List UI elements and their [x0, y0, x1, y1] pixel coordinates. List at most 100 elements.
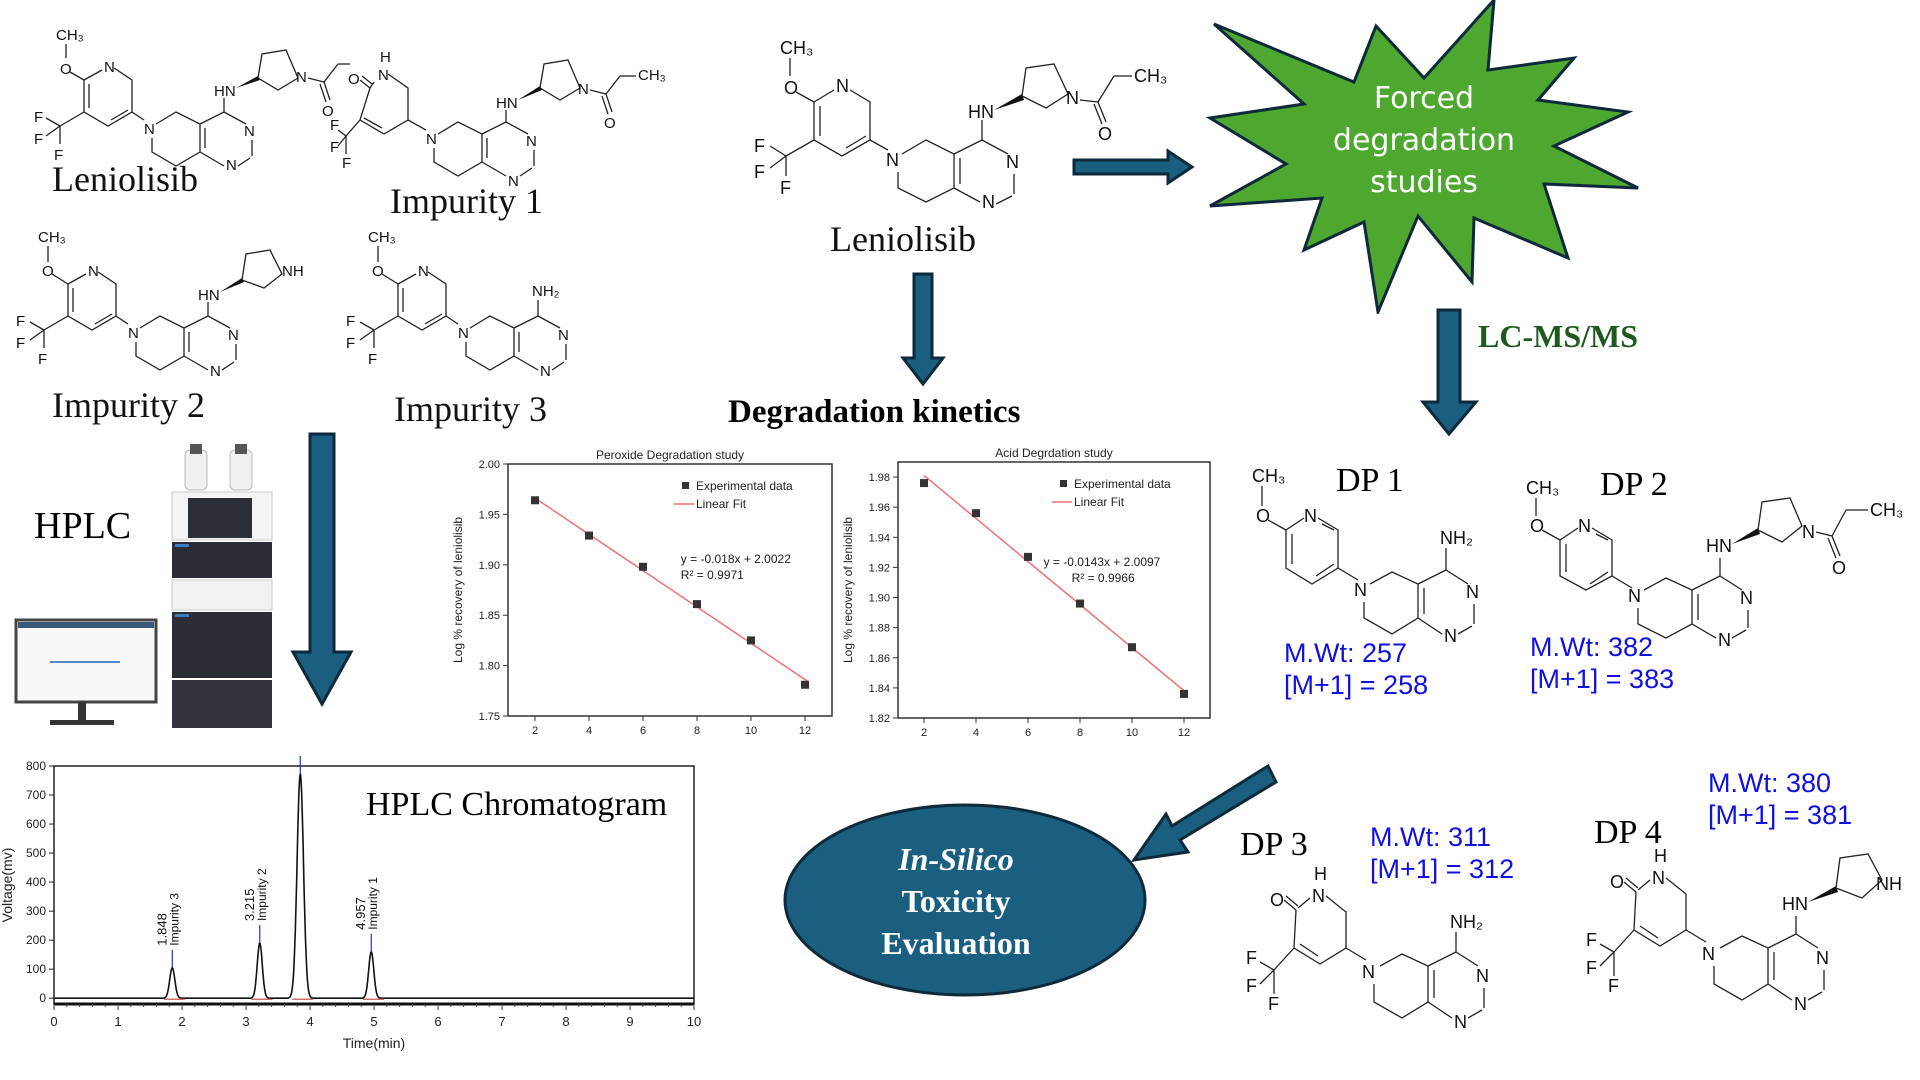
dp1-label: DP 1 [1336, 462, 1404, 499]
dp1-mwt: M.Wt: 257 [1284, 638, 1408, 668]
chromatogram-trace [54, 773, 694, 999]
dp1-structure: CH₃ O N N N N NH₂ [1252, 466, 1479, 646]
ch3-label: CH₃ [38, 229, 66, 246]
x-tick-label: 12 [1178, 727, 1190, 738]
n-label: N [1354, 580, 1367, 600]
n-label: N [886, 150, 899, 170]
impurity3-label: Impurity 3 [394, 389, 547, 429]
y-tick-label: 300 [26, 904, 46, 918]
f-label: F [346, 335, 355, 352]
dp2-label: DP 2 [1600, 466, 1668, 503]
o-label: O [1270, 890, 1284, 910]
hn-label: HN [968, 102, 994, 122]
x-tick-label: 8 [694, 725, 700, 737]
peak-rt-label: 1.848 [154, 913, 169, 946]
o-label: O [604, 115, 616, 132]
impurity2-structure: CH₃ O N F F F N N N HN NH [16, 229, 304, 378]
insilico-toxicity-ellipse[interactable]: In-Silico Toxicity Evaluation [780, 800, 1150, 1000]
nh2-label: NH₂ [532, 283, 560, 300]
data-point [531, 496, 539, 505]
peroxide-degradation-chart: Peroxide Degradation studyTime (Hours)Lo… [451, 448, 833, 737]
y-tick-label: 600 [26, 817, 46, 831]
o-label: O [1832, 558, 1846, 578]
ch3-label: CH₃ [638, 67, 666, 84]
hn-label: HN [198, 287, 220, 304]
o-label: O [1610, 872, 1624, 892]
f-label: F [780, 178, 791, 198]
n-label: N [1066, 88, 1079, 108]
data-point [1024, 552, 1032, 561]
x-tick-label: 2 [178, 1014, 185, 1029]
n-label: N [210, 363, 221, 378]
n-label: N [1454, 1012, 1467, 1032]
nh2-label: NH₂ [1440, 528, 1473, 548]
ch3-label: CH₃ [368, 229, 396, 246]
y-tick-label: 1.82 [869, 713, 890, 725]
f-label: F [346, 313, 355, 330]
legend-label-fit: Linear Fit [696, 497, 747, 511]
data-point [920, 479, 928, 488]
f-label: F [330, 117, 339, 134]
x-tick-label: 4 [973, 727, 979, 738]
y-tick-label: 1.80 [479, 661, 500, 673]
y-tick-label: 1.90 [869, 593, 890, 605]
n-label: N [526, 133, 537, 150]
data-point [1076, 599, 1084, 608]
legend-marker-experimental [1060, 480, 1067, 487]
o-label: O [1256, 506, 1270, 526]
n-label: N [578, 81, 589, 98]
ch3-label: CH₃ [1134, 66, 1167, 86]
o-label: O [60, 61, 72, 78]
fit-equation: y = -0.0143x + 2.0097 [1044, 555, 1161, 569]
y-tick-label: 1.90 [479, 560, 500, 572]
y-tick-label: 1.86 [869, 653, 890, 665]
legend-label-fit: Linear Fit [1074, 495, 1125, 509]
plot-frame [897, 461, 1211, 719]
lcms-label: LC-MS/MS [1478, 318, 1638, 354]
y-tick-label: 1.84 [869, 683, 890, 695]
y-tick-label: 0 [39, 991, 46, 1005]
y-tick-label: 800 [26, 759, 46, 773]
n-label: N [426, 131, 437, 148]
x-tick-label: 8 [562, 1014, 569, 1029]
f-label: F [16, 335, 25, 352]
o-label: O [1530, 516, 1544, 536]
hplc-label: HPLC [34, 505, 132, 547]
f-label: F [754, 136, 765, 156]
n-label: N [836, 76, 849, 96]
n-label: N [540, 363, 551, 378]
n-label: N [1578, 516, 1591, 536]
ch3-label: CH₃ [1252, 466, 1285, 486]
n-label: N [244, 123, 255, 140]
chart-title: Peroxide Degradation study [596, 448, 744, 462]
y-tick-label: 400 [26, 875, 46, 889]
linear-fit-line [534, 497, 809, 682]
forced-degradation-line3: studies [1370, 165, 1478, 200]
n-label: N [226, 157, 237, 170]
y-tick-label: 1.98 [869, 472, 890, 484]
n-label: N [458, 325, 469, 342]
insilico-line3: Evaluation [881, 925, 1031, 961]
y-tick-label: 1.95 [479, 509, 500, 521]
y-tick-label: 1.92 [869, 562, 890, 574]
n-label: N [228, 327, 239, 344]
fit-r-squared: R² = 0.9966 [1072, 571, 1135, 585]
o-label: O [372, 263, 384, 280]
dp4-m1: [M+1] = 381 [1708, 800, 1853, 830]
n-label: N [1006, 152, 1019, 172]
f-label: F [1268, 994, 1279, 1014]
peak-name-label: Impurity 1 [366, 877, 380, 930]
hn-label: HN [1782, 894, 1808, 914]
chart-title: Acid Degrdation study [995, 446, 1112, 460]
y-tick-label: 1.94 [869, 532, 890, 544]
ch3-label: CH₃ [1870, 500, 1903, 520]
y-axis-label: Log % recovery of leniolisib [841, 517, 855, 663]
n-label: N [144, 121, 155, 138]
n-label: N [1802, 522, 1815, 542]
n-label: N [1740, 588, 1753, 608]
y-axis-label: Log % recovery of leniolisib [451, 517, 465, 663]
n-label: N [1362, 962, 1375, 982]
data-point [639, 562, 647, 571]
nh-label: NH [1876, 874, 1902, 894]
